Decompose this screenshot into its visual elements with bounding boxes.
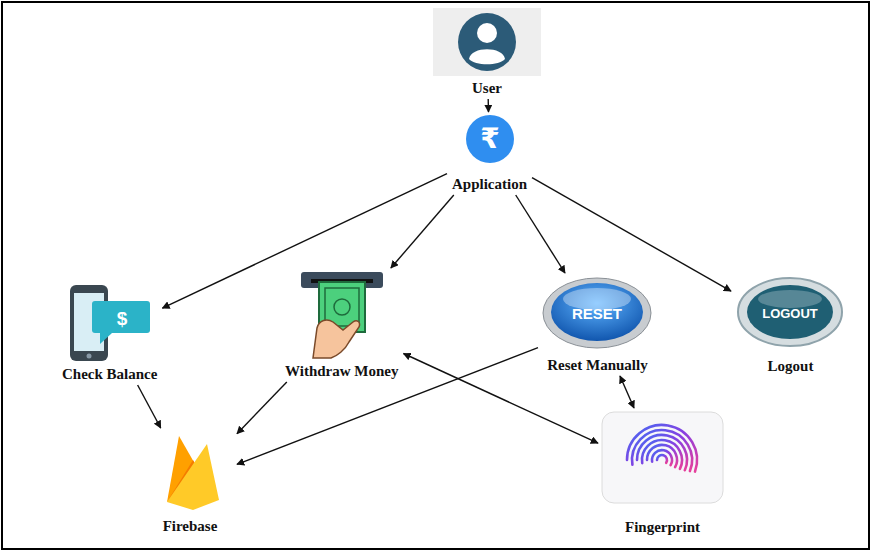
icon-shape <box>100 333 112 344</box>
connector-arrow <box>138 385 161 428</box>
node-label: User <box>469 80 505 97</box>
node-label: Fingerprint <box>622 519 703 536</box>
connector-arrow <box>620 376 634 408</box>
icon-glyph: ₹ <box>480 125 499 153</box>
icon-shape <box>602 412 723 503</box>
icon-shape <box>758 290 822 308</box>
user-node: User <box>433 8 541 97</box>
function-node: Reset Manually <box>540 275 655 374</box>
service-node: Firebase <box>145 430 235 535</box>
connector-arrow <box>488 99 490 112</box>
firebase-icon <box>145 430 235 510</box>
icon-shape <box>627 425 697 472</box>
node-label: Application <box>449 176 530 193</box>
icon-shape <box>637 435 687 470</box>
node-label: Reset Manually <box>544 357 650 374</box>
connector-arrow <box>391 195 454 268</box>
icon-glyph: $ <box>117 309 128 328</box>
icon-shape <box>92 301 150 333</box>
node-label: Logout <box>765 358 817 375</box>
icon-shape <box>652 450 672 465</box>
connector-arrow <box>532 178 731 291</box>
icon-glyph: RESET <box>572 306 622 321</box>
icon-shape <box>458 13 516 71</box>
fingerprint-icon <box>600 410 725 505</box>
icon-shape <box>313 320 360 358</box>
icon-shape <box>642 440 682 469</box>
icon-shape <box>334 299 350 315</box>
function-node: Logout <box>733 275 848 375</box>
user-icon <box>433 8 541 76</box>
atm-icon <box>297 270 387 360</box>
icon-shape <box>657 455 667 463</box>
node-label: Firebase <box>160 518 221 535</box>
phone-icon <box>62 283 157 363</box>
icon-shape <box>551 283 643 341</box>
node-label: Check Balance <box>59 366 160 383</box>
node-icon <box>62 283 157 363</box>
icon-shape <box>747 285 833 339</box>
icon-shape <box>87 354 92 359</box>
service-node: Fingerprint <box>600 410 725 536</box>
connector-arrow <box>237 348 538 465</box>
function-node: Withdraw Money <box>282 270 401 380</box>
icon-shape <box>647 445 677 467</box>
node-icon <box>297 270 387 360</box>
connector-arrow <box>162 174 447 309</box>
icon-shape <box>477 23 497 43</box>
icon-shape <box>632 430 692 471</box>
icon-shape <box>469 49 505 64</box>
connector-arrow <box>237 382 287 434</box>
icon-shape <box>543 278 651 348</box>
node-icon <box>145 430 235 510</box>
icon-shape <box>167 444 219 510</box>
icon-glyph: LOGOUT <box>762 307 818 320</box>
function-node: Check Balance <box>59 283 160 383</box>
connector-arrow <box>516 195 565 273</box>
icon-shape <box>433 8 541 76</box>
icon-shape <box>738 278 842 346</box>
icon-shape <box>466 115 514 163</box>
node-label: Withdraw Money <box>282 363 401 380</box>
node-icon <box>600 410 725 505</box>
node-icon <box>433 8 541 76</box>
